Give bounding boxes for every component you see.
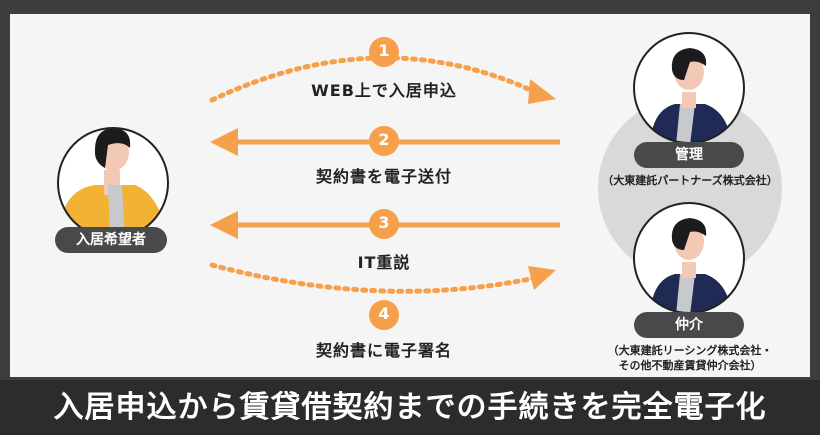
- step1-label: WEB上で入居申込: [311, 81, 457, 100]
- management-company: （大東建託パートナーズ株式会社）: [602, 174, 778, 187]
- management-label: 管理: [634, 142, 744, 168]
- step3-arrowhead: [210, 211, 238, 239]
- step2-arrowhead: [210, 128, 238, 156]
- brokerage-company-line2: その他不動産賃貸仲介会社）: [618, 359, 762, 372]
- caption-bar: [0, 380, 820, 435]
- step2-badge: [369, 126, 399, 156]
- step4-label: 契約書に電子署名: [315, 341, 452, 360]
- step3-badge: [369, 209, 399, 239]
- applicant-label: 入居希望者: [55, 227, 167, 253]
- step1-number: 1: [378, 41, 390, 60]
- step3-label: IT重説: [357, 253, 411, 272]
- brokerage-avatar: [633, 202, 745, 314]
- caption-text: 入居申込から賃貸借契約までの手続きを完全電子化: [53, 390, 767, 425]
- step1-badge: [369, 37, 399, 67]
- step2-label: 契約書を電子送付: [315, 167, 452, 186]
- brokerage-label: 仲介: [634, 312, 744, 338]
- step4-arrowhead: [528, 266, 556, 290]
- step4-badge: [369, 300, 399, 330]
- step4-number: 4: [378, 304, 390, 323]
- applicant-avatar: [57, 127, 169, 239]
- brokerage-company-line1: （大東建託リーシング株式会社・: [607, 344, 773, 357]
- step2-number: 2: [378, 130, 390, 149]
- step1-arrowhead: [528, 79, 556, 104]
- step3-number: 3: [378, 213, 390, 232]
- step4-arrow: [209, 262, 538, 294]
- management-avatar: [633, 32, 745, 144]
